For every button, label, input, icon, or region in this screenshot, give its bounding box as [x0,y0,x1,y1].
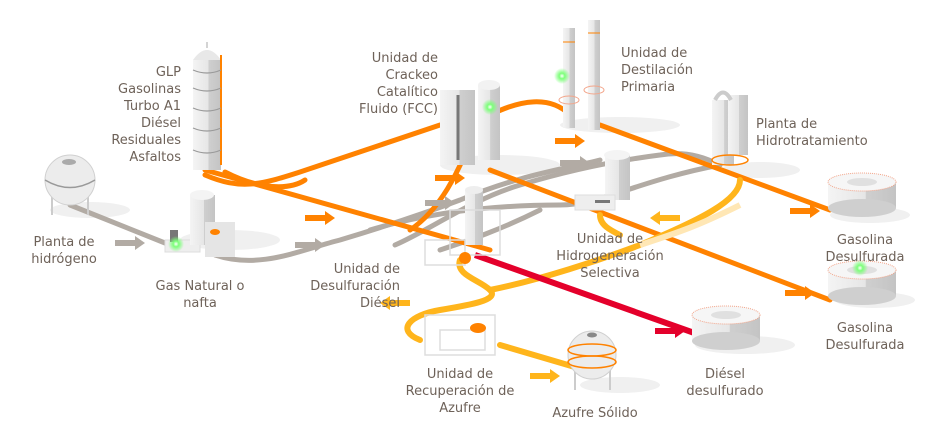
arrow-left-icon [380,296,410,310]
sulfur-recovery-unit [424,314,496,356]
label-primary-distillation: Unidad de Destilación Primaria [621,45,693,96]
label-selective-hydrogenation: Unidad de Hidrogeneración Selectiva [540,231,680,282]
label-line: Unidad de [426,367,494,382]
label-line: nafta [183,296,217,311]
arrow-right-icon [655,324,685,338]
label-diesel-desulfurization: Unidad de Desulfuración Diésel [310,261,400,312]
label-fcc: Unidad de Crackeo Catalítico Fluido (FCC… [359,50,438,118]
sulfur-pipe-light [639,202,742,248]
label-line: Asfaltos [129,150,181,165]
label-line: Gasolina [836,321,894,336]
label-line: Gas Natural o [155,279,245,294]
label-line: Desulfurada [825,338,905,353]
arrow-right-icon [115,236,145,250]
label-line: hidrógeno [31,252,97,267]
arrow-right-icon [425,196,455,210]
label-line: Primaria [621,80,676,95]
distillation-column [192,42,222,170]
arrow-right-icon [295,238,325,252]
status-light-icon [168,236,184,252]
label-line: Unidad de [621,46,688,61]
gas-natural-unit [164,190,235,257]
label-line: Hidrotratamiento [756,134,868,149]
label-line: Desulfuración [310,279,400,294]
arrow-right-icon [530,369,560,383]
label-line: Crackeo [385,68,438,83]
tank-gasoline-2 [827,260,897,305]
label-line: Selectiva [580,266,640,281]
arrow-right-icon [435,171,465,185]
label-line: Azufre [439,401,481,416]
label-diesel-output: Diésel desulfurado [670,366,780,400]
arrow-right-icon [305,211,335,225]
label-gasoline-2: Gasolina Desulfurada [815,320,915,354]
label-hydrotreatment: Planta de Hidrotratamiento [756,116,868,150]
arrow-right-icon [785,286,815,300]
label-natural-gas: Gas Natural o nafta [145,278,255,312]
tank-diesel [691,305,761,350]
primary-distillation-towers [554,20,605,130]
fcc-unit [440,80,500,165]
diesel-desulfurization-unit [424,186,501,266]
arrow-right-icon [560,156,590,170]
status-light-icon [482,99,498,115]
label-line: Desulfurada [825,250,905,265]
label-line: Unidad de [333,262,400,277]
label-line: Recuperación de [405,384,515,399]
label-line: Residuales [111,133,181,148]
label-line: Destilación [621,63,694,78]
label-line: Planta de [756,117,818,132]
arrow-right-icon [555,134,585,148]
label-line: Catalítico [376,85,438,100]
label-solid-sulfur: Azufre Sólido [535,405,655,422]
label-line: Planta de [33,235,95,250]
label-line: Gasolinas [118,82,181,97]
label-line: Unidad de [371,51,438,66]
label-line: desulfurado [686,384,764,399]
label-line: GLP [155,65,181,80]
label-line: Diésel [704,367,745,382]
label-products: GLP Gasolinas Turbo A1 Diésel Residuales… [111,64,181,166]
status-light-icon [852,260,868,276]
label-hydrogen-plant: Planta de hidrógeno [22,234,106,268]
label-line: Gasolina [836,233,894,248]
tank-gasoline-1 [827,172,897,217]
label-line: Diésel [140,116,181,131]
arrow-left-icon [650,211,680,225]
label-sulfur-recovery: Unidad de Recuperación de Azufre [395,366,525,417]
status-light-icon [554,68,570,84]
hydrotreatment-plant [711,90,749,166]
diesel-pipe [473,252,702,338]
selective-hydrogenation-unit [574,150,630,211]
arrow-right-icon [790,204,820,218]
label-gasoline-1: Gasolina Desulfurada [815,232,915,266]
label-line: Turbo A1 [123,99,181,114]
label-line: Azufre Sólido [552,406,638,421]
label-line: Unidad de [576,232,644,247]
label-line: Diésel [359,296,400,311]
sulfur-sphere [567,330,617,390]
flow-arrows [115,134,820,383]
hydrogen-sphere [44,154,96,215]
label-line: Fluido (FCC) [358,102,438,117]
label-line: Hidrogeneración [556,249,664,264]
